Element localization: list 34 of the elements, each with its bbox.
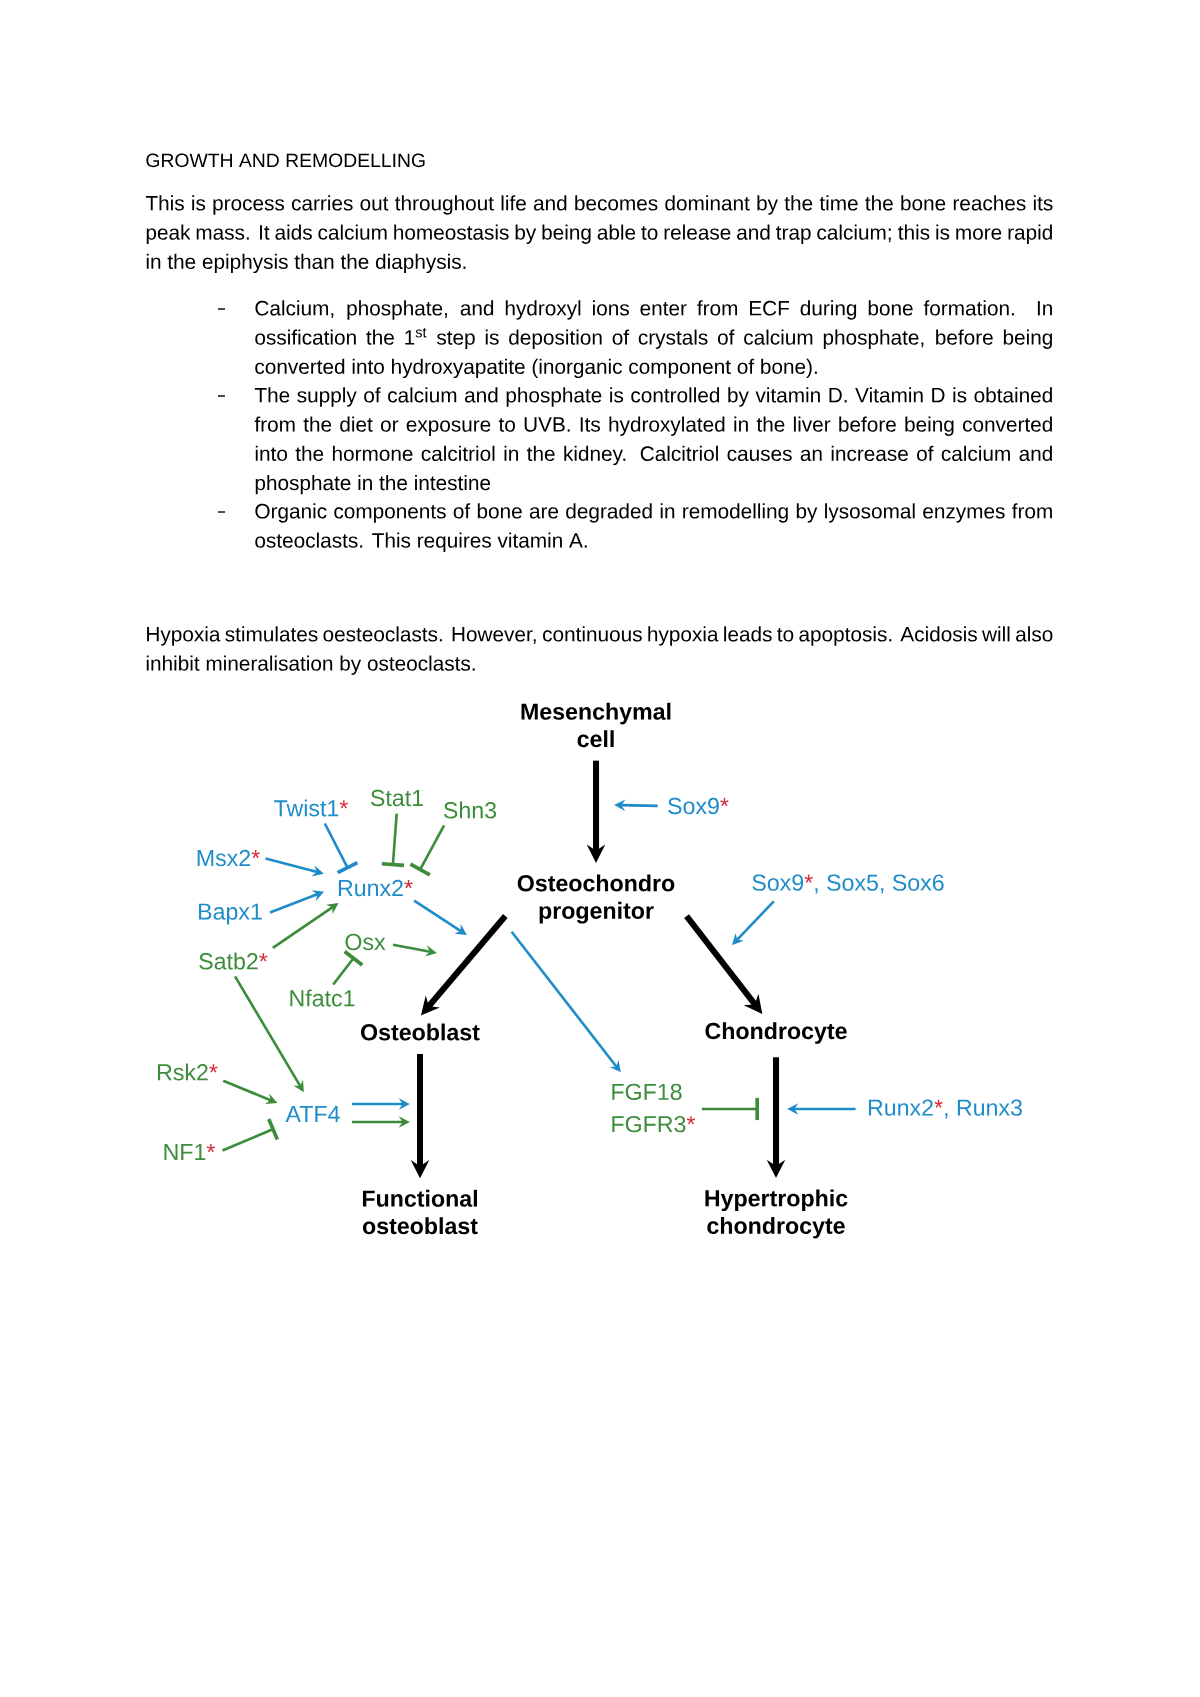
factor-label: Sox9* bbox=[668, 797, 729, 815]
factor-label: ATF4 bbox=[285, 1106, 340, 1122]
factor-label: Twist1* bbox=[274, 799, 348, 817]
factor-label: Runx2* bbox=[338, 879, 413, 897]
factor-label: Osx bbox=[345, 933, 386, 951]
factor-label: Shn3 bbox=[444, 801, 497, 819]
cell-stage-label: Mesenchymal cell bbox=[521, 702, 671, 748]
list-item-text: The supply of calcium and phosphate is controlled by vitamin D. Vitamin D is obtained from the diet or exposure to UVB. Its hydroxylated in the liver before being converted into the hormone calcitriol in the kidney. Calcitriol causes an increase of calcium and phosphate in the intestine bbox=[254, 387, 1052, 495]
factor-label: Rsk2* bbox=[158, 1063, 218, 1081]
inhibition-line bbox=[222, 1118, 279, 1152]
cell-stage-label: Osteochondro progenitor bbox=[517, 874, 675, 924]
factor-label: Msx2* bbox=[197, 849, 260, 867]
heading: GROWTH AND REMODELLING bbox=[146, 153, 425, 168]
cell-stage-label: Hypertrophic chondrocyte bbox=[705, 1189, 848, 1239]
arrow bbox=[732, 900, 775, 945]
inhibition-line bbox=[701, 1097, 759, 1121]
factor-label: NF1* bbox=[164, 1144, 216, 1160]
cell-stage-label: Functional osteoblast bbox=[362, 1189, 478, 1235]
inhibition-line bbox=[381, 813, 405, 868]
factor-label: Satb2* bbox=[199, 952, 268, 970]
factor-label: Runx2*, Runx3 bbox=[868, 1099, 1022, 1119]
cell-stage-label: Osteoblast bbox=[361, 1023, 480, 1041]
list-item-text: Calcium, phosphate, and hydroxyl ions enter from ECF during bone formation. In ossification the 1$^{st}$ step is deposition of crystals of calcium phosphate, before being converted into hydroxyapatite (inorganic component of bone). bbox=[255, 300, 1052, 379]
factor-label: Nfatc1 bbox=[290, 989, 355, 1007]
paragraph: Hypoxia stimulates oesteoclasts. However, continuous hypoxia leads to apoptosis. Acidosis will also inhibit mineralisation by osteoclasts. bbox=[146, 626, 1053, 675]
paragraph: This is process carries out throughout life and becomes dominant by the time the bone reaches its peak mass. It aids calcium homeostasis by being able to release and trap calcium; this is more rapid in the epiphysis than the diaphysis. bbox=[145, 195, 1053, 274]
factor-label: Sox9*, Sox5, Sox6 bbox=[752, 874, 944, 894]
factor-label: Bapx1 bbox=[199, 903, 262, 925]
factor-label: Stat1 bbox=[371, 789, 423, 807]
factor-label: FGF18 FGFR3* bbox=[612, 1083, 696, 1133]
list-item-text: Organic components of bone are degraded in remodelling by lysosomal enzymes from osteoclasts. This requires vitamin A. bbox=[255, 503, 1052, 552]
cell-stage-label: Chondrocyte bbox=[705, 1022, 847, 1044]
arrow bbox=[413, 899, 467, 935]
inhibition-line bbox=[409, 824, 446, 877]
